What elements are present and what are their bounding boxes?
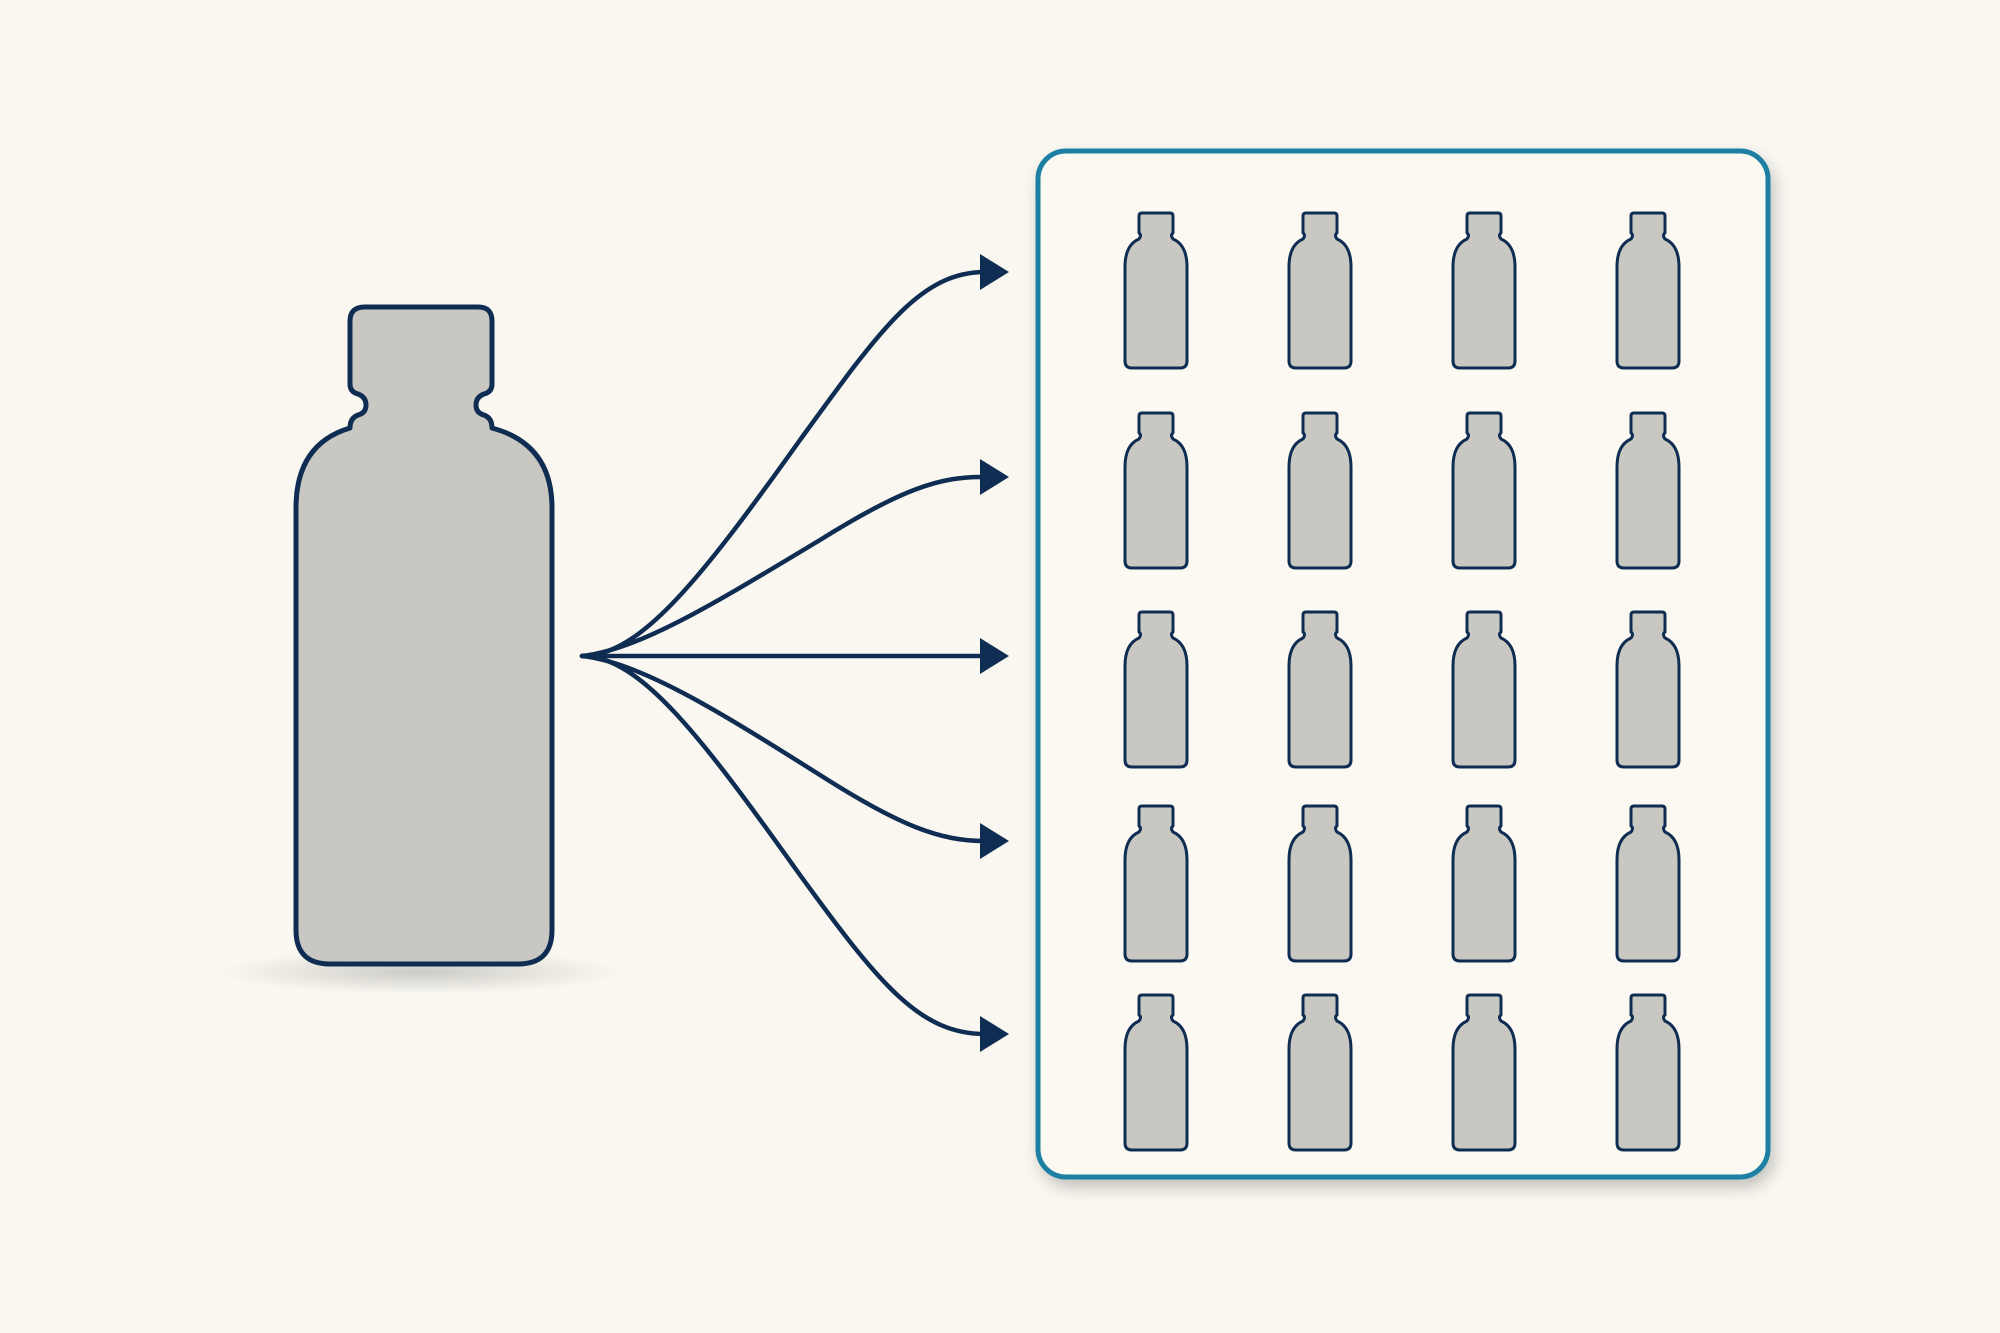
small-bottle-r2-c1 bbox=[1123, 411, 1189, 570]
small-bottle-r1-c4 bbox=[1615, 211, 1681, 370]
arrow-line-4 bbox=[579, 653, 988, 844]
bottle-grid-panel bbox=[1035, 148, 1771, 1180]
small-bottle-r5-c1 bbox=[1123, 993, 1189, 1152]
distribution-arrows bbox=[579, 254, 1009, 1052]
arrow-head-4 bbox=[980, 823, 1009, 859]
small-bottle-r1-c1 bbox=[1123, 211, 1189, 370]
small-bottle-r1-c3 bbox=[1451, 211, 1517, 370]
arrow-head-1 bbox=[980, 254, 1009, 290]
arrow-line-2 bbox=[579, 474, 988, 659]
arrow-line-5 bbox=[579, 653, 988, 1037]
small-bottle-grid bbox=[1123, 211, 1681, 1152]
small-bottle-r3-c1 bbox=[1123, 610, 1189, 769]
small-bottle-r5-c4 bbox=[1615, 993, 1681, 1152]
small-bottle-r3-c3 bbox=[1451, 610, 1517, 769]
small-bottle-r3-c4 bbox=[1615, 610, 1681, 769]
arrow-head-2 bbox=[980, 459, 1009, 495]
small-bottle-r4-c3 bbox=[1451, 804, 1517, 963]
small-bottle-r4-c1 bbox=[1123, 804, 1189, 963]
small-bottle-r2-c2 bbox=[1287, 411, 1353, 570]
small-bottle-r2-c4 bbox=[1615, 411, 1681, 570]
arrow-line-1 bbox=[579, 269, 988, 659]
small-bottle-r4-c4 bbox=[1615, 804, 1681, 963]
small-bottle-r5-c2 bbox=[1287, 993, 1353, 1152]
arrow-head-3 bbox=[980, 638, 1009, 674]
source-bottle bbox=[293, 304, 555, 967]
small-bottle-r1-c2 bbox=[1287, 211, 1353, 370]
small-bottle-r4-c2 bbox=[1287, 804, 1353, 963]
small-bottle-r2-c3 bbox=[1451, 411, 1517, 570]
small-bottle-r5-c3 bbox=[1451, 993, 1517, 1152]
small-bottle-r3-c2 bbox=[1287, 610, 1353, 769]
arrow-head-5 bbox=[980, 1016, 1009, 1052]
